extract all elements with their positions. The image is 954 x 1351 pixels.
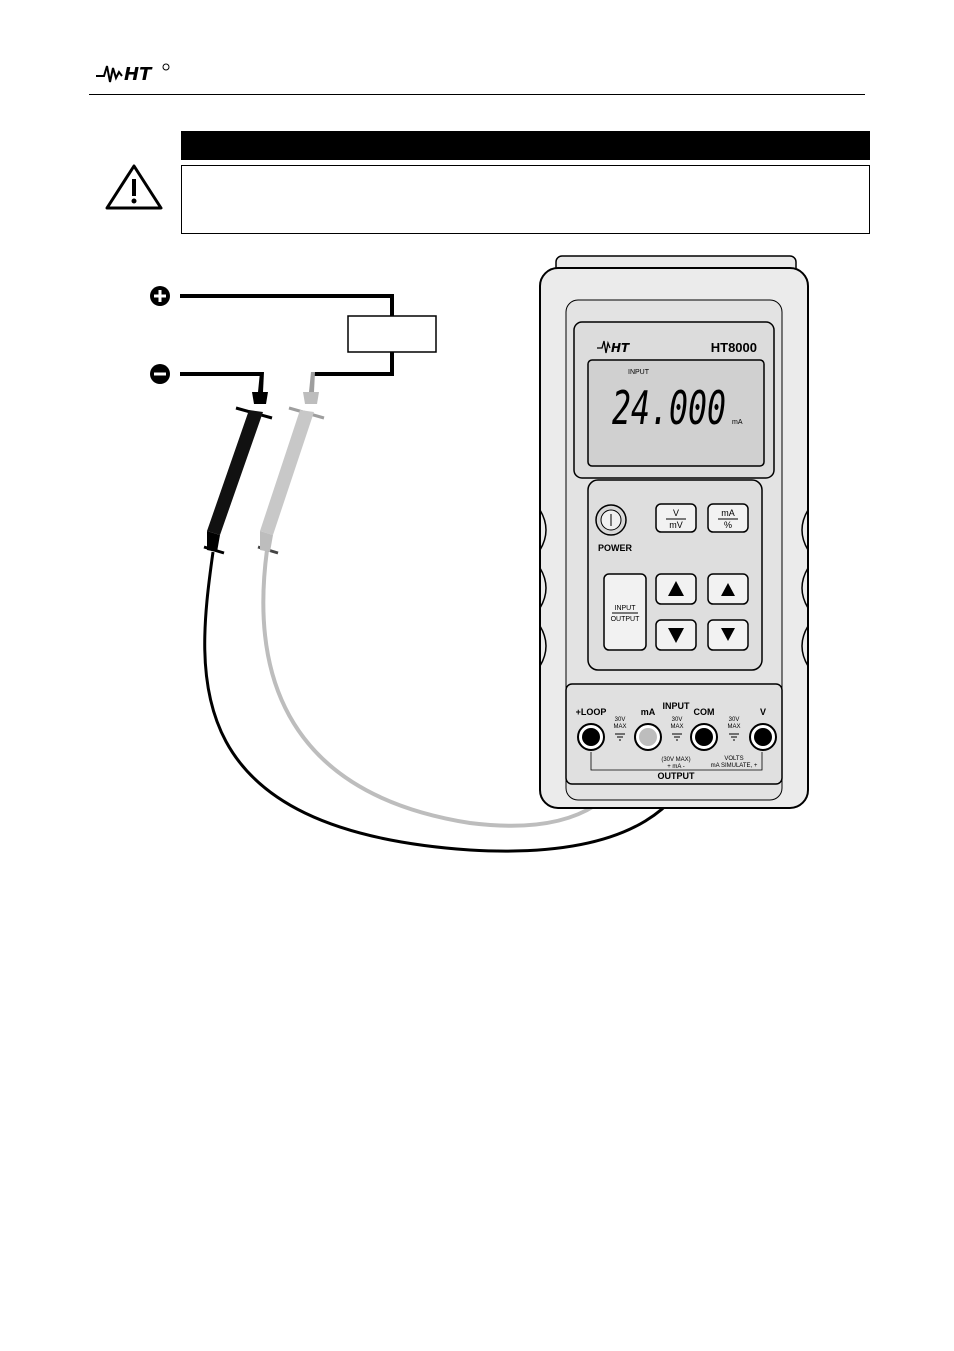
svg-text:MAX: MAX: [613, 724, 626, 730]
input-output-button[interactable]: INPUT OUTPUT: [603, 573, 647, 651]
ma-jack[interactable]: [634, 723, 662, 751]
lcd-mode-label: INPUT: [628, 369, 650, 376]
terminal-loop-label: +LOOP: [576, 707, 607, 717]
svg-text:%: %: [724, 520, 732, 530]
svg-text:VOLTS: VOLTS: [724, 756, 743, 762]
svg-text:V: V: [673, 508, 679, 518]
ht8000-meter: HT HT8000 INPUT 24.000 mA POWER V mV mA …: [539, 255, 809, 809]
lcd-screen: [587, 359, 765, 467]
svg-text:30V: 30V: [729, 717, 740, 723]
warning-title-bar: [181, 131, 870, 160]
load-resistor: [347, 315, 437, 353]
svg-text:INPUT: INPUT: [615, 605, 637, 612]
circuit-wires: [180, 294, 437, 376]
warning-text-box: [181, 165, 870, 234]
up-arrow-icon: [721, 583, 735, 596]
power-button[interactable]: [595, 504, 627, 536]
header-rule: [89, 94, 865, 95]
down-arrow-icon: [668, 628, 684, 643]
svg-text:MAX: MAX: [727, 724, 740, 730]
minus-terminal-icon: [150, 364, 170, 384]
up-arrow-icon: [668, 581, 684, 596]
svg-text:mV: mV: [669, 520, 683, 530]
warning-triangle-icon: [104, 163, 164, 216]
meter-brand-logo: HT: [597, 340, 630, 355]
terminal-com-label: COM: [694, 707, 715, 717]
connection-diagram: HT HT8000 INPUT 24.000 mA POWER V mV mA …: [150, 255, 809, 853]
up-arrow-button-right[interactable]: [707, 573, 749, 605]
v-mv-button[interactable]: V mV: [655, 503, 697, 533]
terminal-ma-label: mA: [641, 707, 656, 717]
gray-probe: [257, 372, 325, 555]
svg-text:30V: 30V: [672, 717, 683, 723]
svg-text:mA SIMULATE, +: mA SIMULATE, +: [711, 763, 758, 769]
down-arrow-button-right[interactable]: [707, 619, 749, 651]
v-jack[interactable]: [749, 723, 777, 751]
svg-text:OUTPUT: OUTPUT: [611, 616, 641, 623]
com-jack[interactable]: [690, 723, 718, 751]
meter-model-label: HT8000: [711, 340, 757, 355]
lcd-unit: mA: [732, 419, 743, 426]
down-arrow-icon: [721, 628, 735, 641]
loop-jack[interactable]: [577, 723, 605, 751]
logo-text: HT: [124, 64, 153, 85]
svg-text:MAX: MAX: [670, 724, 683, 730]
svg-text:30V: 30V: [615, 717, 626, 723]
terminal-input-label: INPUT: [663, 701, 691, 711]
black-probe: [203, 372, 273, 555]
plus-terminal-icon: [150, 286, 170, 306]
meter-brand-text: HT: [611, 341, 630, 355]
ma-percent-button[interactable]: mA %: [707, 503, 749, 533]
svg-text:mA: mA: [721, 508, 735, 518]
lcd-reading: 24.000: [612, 381, 726, 435]
svg-text:+ mA -: + mA -: [667, 764, 685, 770]
up-arrow-button-left[interactable]: [655, 573, 697, 605]
terminal-v-label: V: [760, 707, 766, 717]
power-label: POWER: [598, 543, 633, 553]
svg-text:(30V MAX): (30V MAX): [661, 757, 690, 763]
down-arrow-button-left[interactable]: [655, 619, 697, 651]
ht-logo: HT: [96, 62, 176, 91]
terminal-output-label: OUTPUT: [658, 771, 696, 781]
